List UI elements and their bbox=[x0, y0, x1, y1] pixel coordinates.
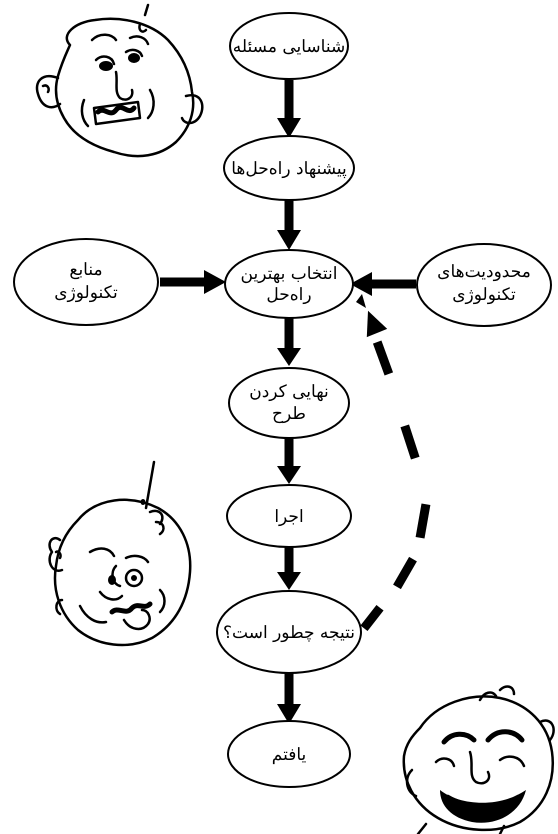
flow-arrow-4 bbox=[277, 437, 301, 484]
flow-arrow-1 bbox=[277, 80, 301, 138]
node-how-is-result-label: نتیجه چطور است؟ bbox=[223, 623, 355, 643]
flow-arrow-3 bbox=[277, 318, 301, 366]
flow-arrow-6 bbox=[277, 673, 301, 724]
node-found-it-label: یافتم bbox=[272, 745, 307, 765]
node-tech-limits-line2: تکنولوژی bbox=[452, 285, 516, 305]
node-how-is-result: نتیجه چطور است؟ bbox=[216, 590, 362, 674]
limits-arrow bbox=[350, 272, 416, 296]
flow-arrow-5 bbox=[277, 546, 301, 590]
node-choose-best-line1: انتخاب بهترین bbox=[241, 264, 338, 284]
node-tech-resources: منابع تکنولوژی bbox=[13, 238, 159, 326]
feedback-dashed-arrow bbox=[356, 294, 431, 632]
resources-arrow bbox=[160, 270, 226, 294]
node-tech-limits: محدودیت‌های تکنولوژی bbox=[416, 243, 552, 327]
cartoon-face-top-left bbox=[35, 3, 204, 158]
flow-arrow-2 bbox=[277, 200, 301, 250]
node-tech-resources-line2: تکنولوژی bbox=[54, 283, 118, 303]
node-finalize-design: نهایی کردن طرح bbox=[228, 367, 350, 439]
cartoon-face-bottom-right bbox=[402, 685, 555, 834]
node-propose-solutions-label: پیشنهاد راه‌حل‌ها bbox=[231, 159, 347, 179]
node-finalize-design-line2: طرح bbox=[272, 404, 306, 424]
node-identify-problem: شناسایی مسئله bbox=[229, 12, 349, 80]
node-found-it: یافتم bbox=[227, 720, 351, 788]
node-finalize-design-line1: نهایی کردن bbox=[249, 382, 329, 402]
cartoon-face-middle-left bbox=[48, 460, 192, 647]
node-choose-best-line2: راه‌حل bbox=[266, 285, 311, 305]
node-implement: اجرا bbox=[226, 484, 352, 548]
node-tech-resources-line1: منابع bbox=[69, 260, 102, 280]
node-identify-problem-label: شناسایی مسئله bbox=[233, 37, 345, 57]
node-propose-solutions: پیشنهاد راه‌حل‌ها bbox=[223, 135, 355, 201]
node-choose-best: انتخاب بهترین راه‌حل bbox=[224, 249, 354, 319]
node-implement-label: اجرا bbox=[274, 507, 303, 527]
node-tech-limits-line1: محدودیت‌های bbox=[437, 262, 531, 282]
